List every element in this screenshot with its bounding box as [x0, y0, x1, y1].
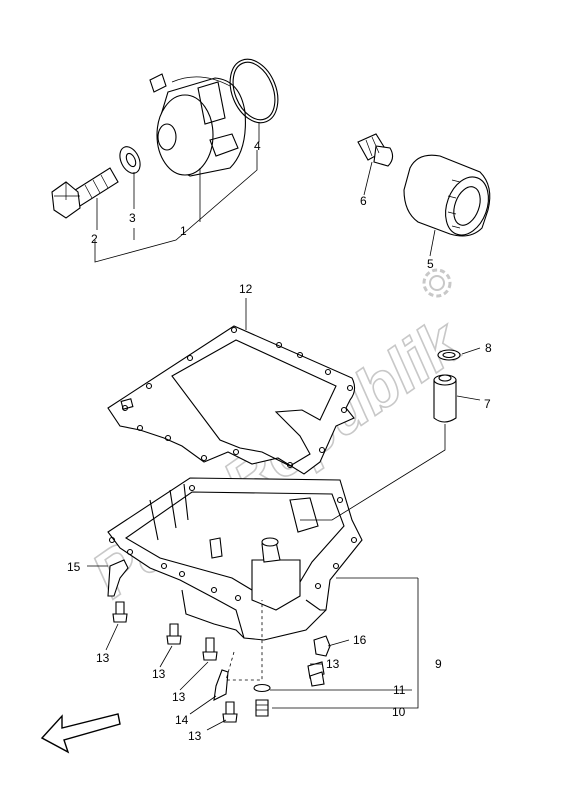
- oil-cooler: [149, 73, 246, 177]
- bolt-13e: [222, 701, 238, 723]
- callout-3: 3: [129, 211, 136, 225]
- callout-8: 8: [485, 341, 492, 355]
- oil-pipe: [433, 374, 457, 423]
- drain-washer: [437, 349, 461, 361]
- callout-10: 10: [392, 705, 406, 719]
- bracket-right: [313, 635, 331, 657]
- callout-6: 6: [360, 194, 367, 208]
- leader-lines: [87, 122, 481, 731]
- callout-13-a: 13: [96, 651, 110, 665]
- gear-icon: [422, 268, 452, 298]
- union-bolt: [51, 167, 119, 219]
- callout-13-b: 13: [152, 667, 166, 681]
- nipple: [357, 133, 394, 167]
- pan-bolt-holes: [108, 484, 358, 602]
- gasket-holes: [121, 326, 354, 469]
- o-ring: [229, 58, 279, 124]
- callout-12: 12: [239, 282, 253, 296]
- oil-pan: [107, 477, 363, 641]
- drain-plug-washer: [253, 683, 271, 693]
- callout-16: 16: [353, 633, 367, 647]
- arrow-front-icon: [40, 713, 121, 754]
- callout-13-e: 13: [188, 729, 202, 743]
- callout-9: 9: [435, 657, 442, 671]
- callout-13-d: 13: [326, 657, 340, 671]
- callout-1: 1: [180, 224, 187, 238]
- callout-7: 7: [484, 397, 491, 411]
- callout-14: 14: [175, 713, 189, 727]
- bolt-13a: [112, 601, 128, 623]
- callout-15: 15: [67, 560, 81, 574]
- callouts: 1 2 3 4 5 6 7 8 9 10 11 12 13 13 13 13 1…: [67, 139, 492, 743]
- drain-plug: [255, 699, 269, 717]
- washer: [119, 146, 141, 174]
- bolt-13c: [202, 637, 218, 661]
- bracket-left: [107, 559, 129, 597]
- bolt-13d: [307, 661, 325, 687]
- bracket-14: [213, 669, 229, 701]
- callout-11: 11: [393, 683, 406, 697]
- bolt-13b: [166, 623, 182, 645]
- callout-5: 5: [427, 257, 434, 271]
- callout-2: 2: [91, 232, 98, 246]
- oil-filter: [403, 154, 491, 237]
- gasket: [107, 325, 356, 475]
- callout-13-c: 13: [172, 690, 186, 704]
- callout-4: 4: [254, 139, 261, 153]
